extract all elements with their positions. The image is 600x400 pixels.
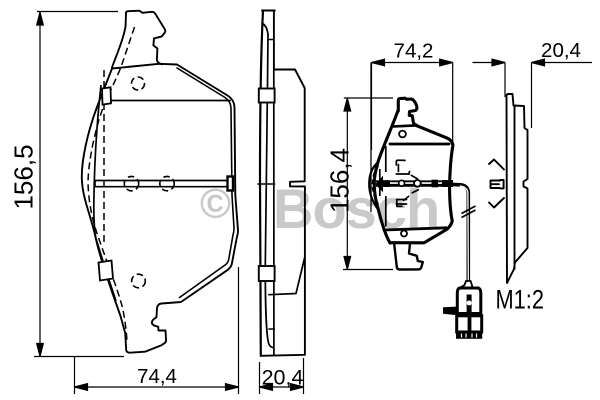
- svg-text:20,4: 20,4: [541, 39, 581, 62]
- svg-text:156,5: 156,5: [9, 144, 39, 209]
- svg-text:M1:2: M1:2: [496, 285, 545, 315]
- svg-text:74,4: 74,4: [137, 365, 177, 388]
- svg-text:74,2: 74,2: [394, 40, 434, 63]
- svg-text:156,4: 156,4: [325, 148, 355, 213]
- svg-text:20,4: 20,4: [262, 366, 304, 390]
